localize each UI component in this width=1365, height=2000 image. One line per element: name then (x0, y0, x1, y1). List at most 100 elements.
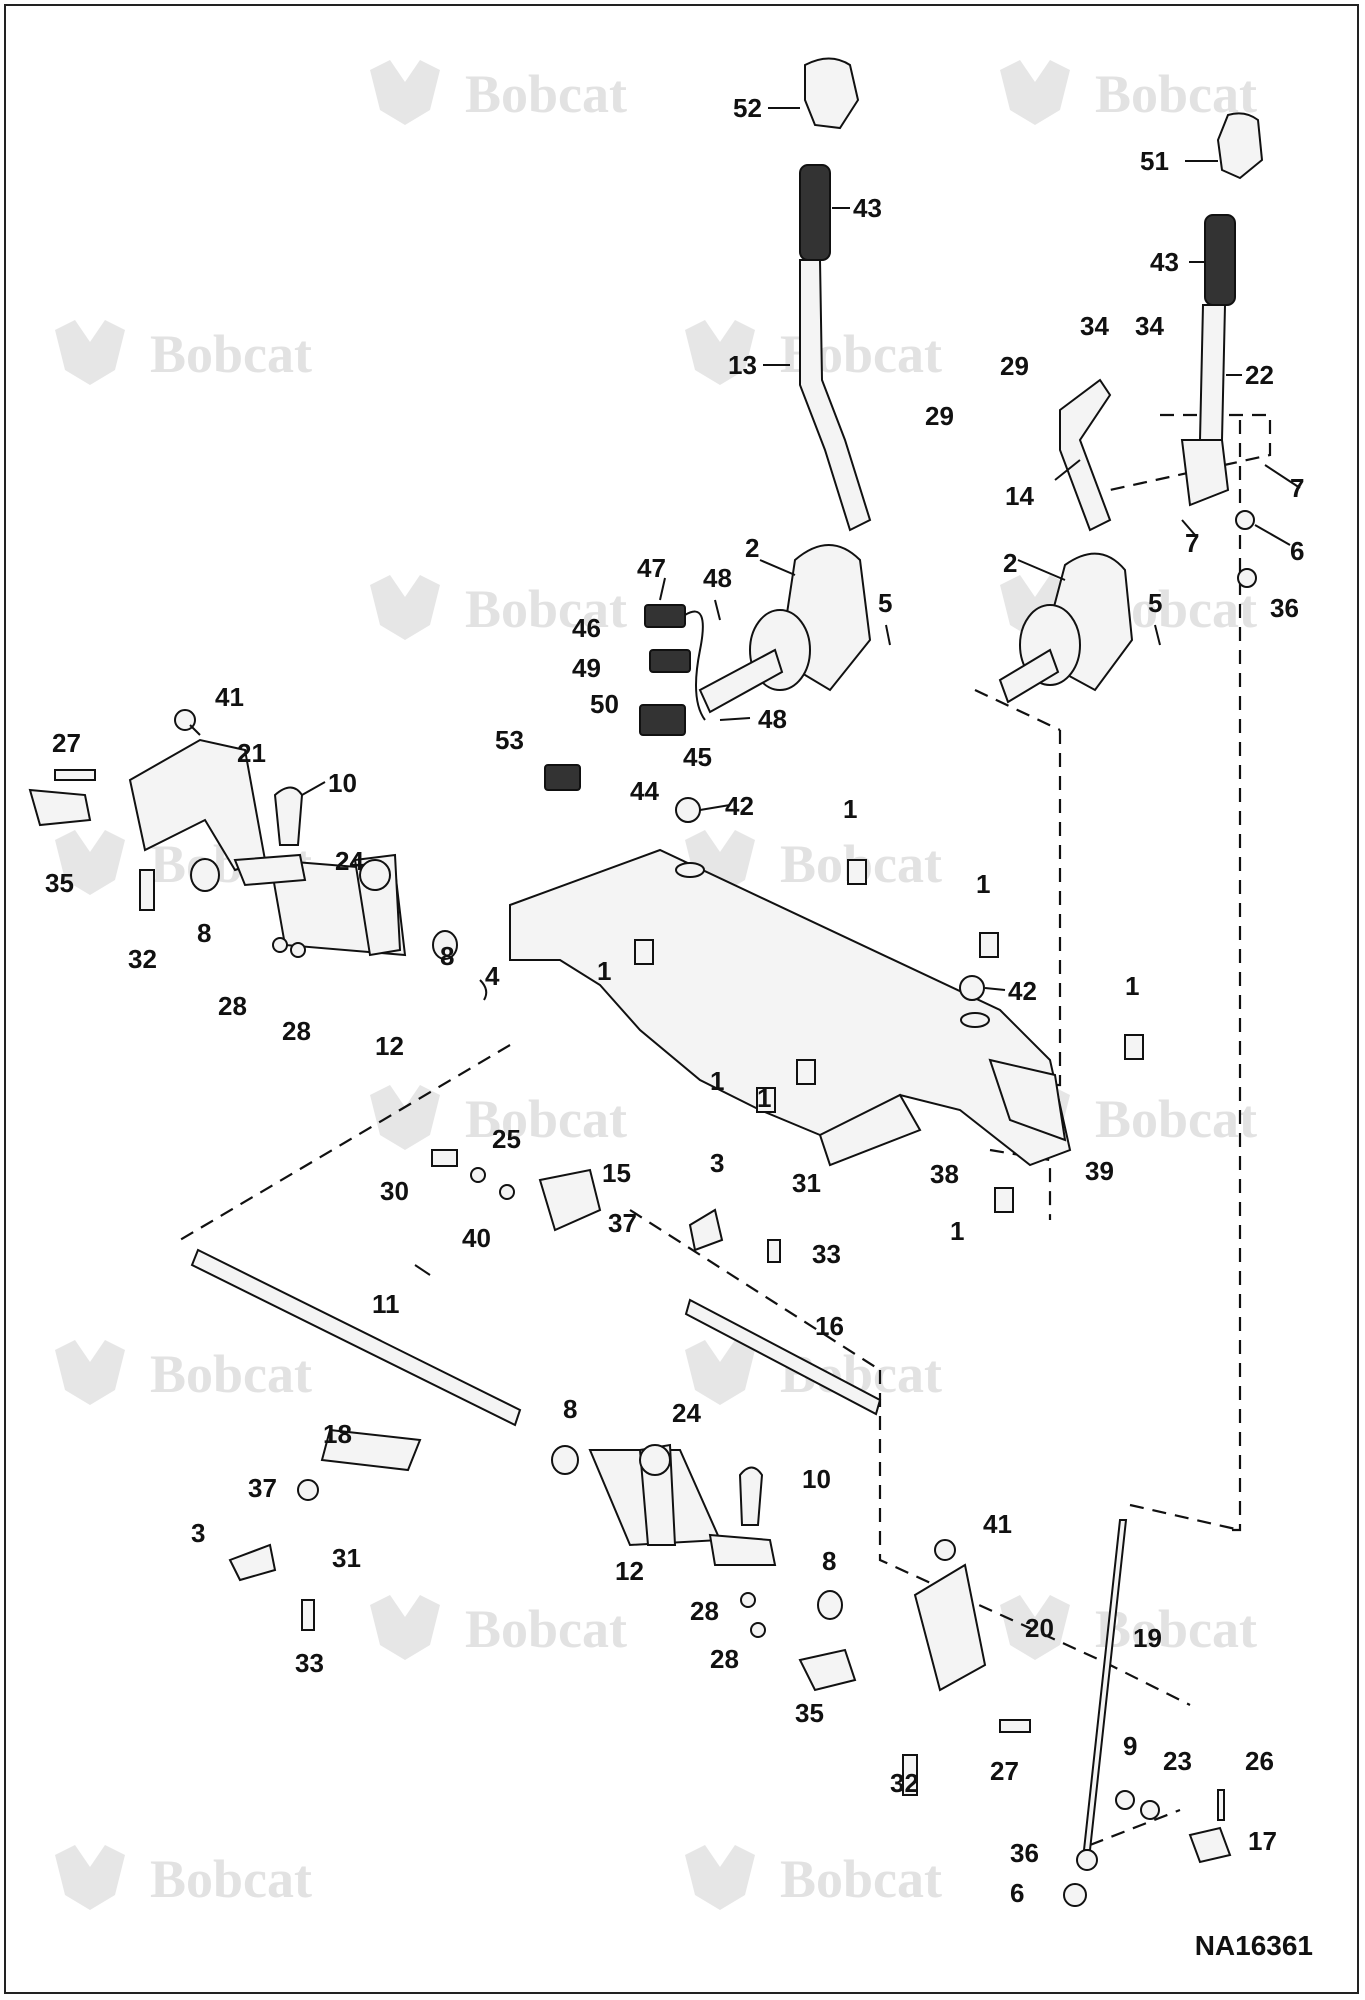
watermark: Bobcat (370, 60, 627, 125)
callout-19: 19 (1133, 1623, 1162, 1653)
plug-42b (959, 975, 985, 1001)
bracket-20 (913, 1563, 987, 1692)
watermark-text: Bobcat (465, 64, 627, 124)
callout-12: 12 (615, 1556, 644, 1586)
watermarks: Bobcat Bobcat Bobcat Bobcat Bobcat Bobca… (55, 60, 1257, 1910)
watermark: Bobcat (1000, 60, 1257, 125)
grip-43-right (1204, 214, 1236, 306)
callout-29: 29 (925, 401, 954, 431)
callout-23: 23 (1163, 1746, 1192, 1776)
watermark-text: Bobcat (465, 1599, 627, 1659)
sheet-border (4, 4, 1359, 1994)
callout-6: 6 (1010, 1878, 1024, 1908)
bolt-1g (994, 1187, 1014, 1213)
callout-35: 35 (795, 1698, 824, 1728)
callout-29: 29 (1000, 351, 1029, 381)
pin-33a (767, 1239, 781, 1263)
clevis-3b (228, 1543, 277, 1582)
watermark-text: Bobcat (150, 1849, 312, 1909)
dash-line-lower (878, 1370, 1191, 1706)
callout-15: 15 (602, 1158, 631, 1188)
callout-10: 10 (328, 768, 357, 798)
callout-18: 18 (323, 1419, 352, 1449)
callout-31: 31 (332, 1543, 361, 1573)
watermark: Bobcat (685, 1845, 942, 1910)
mount-plate (509, 848, 1072, 1167)
callout-14: 14 (1005, 481, 1034, 511)
callout-36: 36 (1270, 593, 1299, 623)
bobcat-head-icon (370, 60, 440, 125)
callout-4: 4 (485, 961, 500, 991)
left-joystick-handle (698, 57, 872, 714)
bobcat-head-icon (685, 320, 755, 385)
connector-46 (644, 604, 686, 628)
callout-37: 37 (608, 1208, 637, 1238)
dash-line-right (1232, 420, 1242, 1532)
callout-5: 5 (1148, 588, 1162, 618)
mount-foot (818, 1093, 922, 1167)
dash-line-16 (629, 1209, 881, 1371)
bushing-8c (551, 1445, 579, 1475)
callout-labels: 52 43 13 51 43 34 34 29 29 22 14 7 7 6 2… (45, 93, 1304, 1908)
bushing-8a (190, 858, 220, 892)
bolt-1e (796, 1059, 816, 1085)
callout-34: 34 (1135, 311, 1164, 341)
callout-43: 43 (853, 193, 882, 223)
callout-53: 53 (495, 725, 524, 755)
rod-11 (190, 1248, 522, 1427)
bolt-1f (1124, 1034, 1144, 1060)
callout-20: 20 (1025, 1613, 1054, 1643)
connector-53 (544, 764, 581, 791)
callout-10: 10 (802, 1464, 831, 1494)
callout-48: 48 (758, 704, 787, 734)
callout-7: 7 (1290, 473, 1304, 503)
bobcat-head-icon (685, 1845, 755, 1910)
dash-line-boot (974, 689, 1061, 731)
callout-31: 31 (792, 1168, 821, 1198)
hole-42b (960, 1012, 990, 1028)
callout-1: 1 (597, 956, 611, 986)
bolt-1d (756, 1087, 776, 1113)
rod-16 (684, 1298, 882, 1416)
watermark-text: Bobcat (1095, 1089, 1257, 1149)
clamp-plate-b (708, 1533, 777, 1566)
clip-35a (28, 788, 92, 827)
watermark-text: Bobcat (150, 1344, 312, 1404)
watermark: Bobcat (370, 1595, 627, 1660)
callout-39: 39 (1085, 1156, 1114, 1186)
callout-42: 42 (725, 791, 754, 821)
ubolt-10a (273, 786, 304, 846)
watermark: Bobcat (370, 575, 627, 640)
callout-13: 13 (728, 350, 757, 380)
callout-45: 45 (683, 742, 712, 772)
callout-32: 32 (128, 944, 157, 974)
upper-left-pivot (28, 709, 488, 1001)
callout-36: 36 (1010, 1838, 1039, 1868)
callout-1: 1 (1125, 971, 1139, 1001)
nut-28b (290, 942, 306, 958)
watermark: Bobcat (1000, 1595, 1257, 1660)
connector-49 (649, 649, 691, 673)
callout-49: 49 (572, 653, 601, 683)
bobcat-head-icon (55, 830, 125, 895)
callout-21: 21 (237, 738, 266, 768)
callout-27: 27 (990, 1756, 1019, 1786)
watermark: Bobcat (55, 1845, 312, 1910)
handle-tube-13 (799, 259, 872, 532)
washer-25 (499, 1184, 515, 1200)
lever-14 (1059, 378, 1112, 532)
callout-7: 7 (1185, 528, 1199, 558)
plug-42a (675, 797, 701, 823)
callout-46: 46 (572, 613, 601, 643)
washer-23 (1140, 1800, 1160, 1820)
callout-17: 17 (1248, 1826, 1277, 1856)
callout-34: 34 (1080, 311, 1109, 341)
rod-end-6a (1235, 510, 1255, 530)
bolt-27b (999, 1719, 1031, 1733)
callout-3: 3 (191, 1518, 205, 1548)
nut-36a (1237, 568, 1257, 588)
callout-24: 24 (335, 846, 364, 876)
callout-5: 5 (878, 588, 892, 618)
callout-32: 32 (890, 1768, 919, 1798)
callout-38: 38 (930, 1159, 959, 1189)
